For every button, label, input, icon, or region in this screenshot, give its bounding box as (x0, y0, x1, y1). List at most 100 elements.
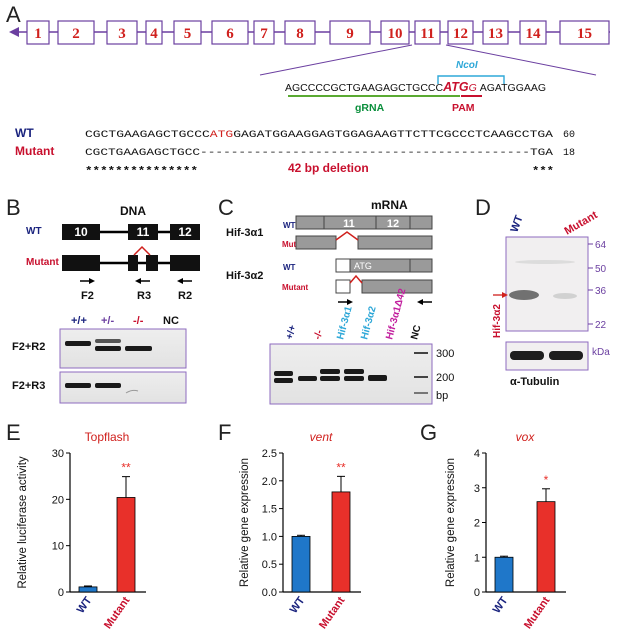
rtpcr-lane-nc: NC (409, 324, 423, 341)
bar-wt (78, 586, 98, 593)
wt-seq-part2: GAGATGGAAGGAGTGGAGAAGTTCTTCGCCCTCAAGCCTG… (233, 130, 553, 141)
isoform2-label: Hif-3α2 (226, 270, 263, 282)
exon-box-11 (414, 20, 441, 45)
seq-prefix: AGCCCCGCTGAAGAGCTGCCC (285, 82, 444, 94)
western-band-arrowhead (502, 292, 508, 298)
grna-label: gRNA (355, 102, 385, 114)
seq-suffix: AGATGGAAG (480, 82, 546, 94)
iso2-wt-utr (335, 258, 351, 273)
y-tick-label: 10 (52, 541, 64, 553)
rtpcr-reverse-arrowhead (417, 299, 423, 305)
mut-seq-part1: CGCTGAAGAGCTGCC (85, 148, 200, 159)
y-axis-label: Relative gene expression (239, 458, 251, 587)
iso2-mut-utr (335, 279, 351, 294)
mw-label-36: 36 (595, 286, 607, 297)
dna-wt-exon-11 (128, 224, 158, 240)
exon-box-7 (253, 20, 275, 45)
iso1-wt-mrna (295, 215, 433, 230)
exon-box-14 (519, 20, 547, 45)
exon-label-12: 12 (453, 26, 468, 42)
panel-b: B DNA WT 10 11 12 Mutant F2 R3 R2 +/+ +/… (6, 195, 200, 404)
rtpcr-band-hif3a2-upper (344, 369, 364, 374)
dna-exon-12-label: 12 (178, 225, 192, 239)
y-tick-label: 0 (58, 587, 64, 599)
gel-lane-wt: +/+ (71, 315, 87, 327)
mut-seq-part2: TGA (530, 148, 553, 159)
primer-r2-arrowhead (177, 278, 183, 284)
y-tick-label: 0.5 (262, 559, 277, 571)
exon-box-15 (559, 20, 610, 45)
y-tick-label: 2 (474, 518, 480, 530)
panel-letter-f: F (218, 420, 231, 445)
zoom-line-left (259, 44, 413, 76)
rtpcr-lane-hif3a1d42: Hif-3α1Δ42 (384, 287, 408, 341)
rtpcr-band-hif3a1-lower (320, 376, 340, 381)
dna-exon-10-label: 10 (74, 225, 88, 239)
mw-label-22: 22 (595, 320, 607, 331)
gel2-band-wt (65, 383, 91, 388)
y-tick-label: 4 (474, 448, 480, 460)
bar-wt (291, 536, 311, 593)
dna-wt-exon-12 (170, 224, 200, 240)
rtpcr-forward-arrowhead (347, 299, 353, 305)
panel-letter-d: D (475, 195, 491, 220)
mutant-sequence: CGCTGAAGAGCTGCC-------------------------… (85, 148, 553, 159)
conserved-stars-left: *************** (85, 166, 198, 178)
iso2-atg-label: ATG (354, 261, 372, 271)
exon-box-1 (26, 20, 50, 45)
dna-title: DNA (120, 204, 146, 218)
x-tick-label: Mutant (522, 595, 553, 632)
iso1-mut-mrna-left (295, 235, 337, 250)
western-band-mutant-faint (553, 293, 577, 299)
western-lane-mutant: Mutant (563, 209, 601, 238)
rtpcr-band-wt-lower (274, 378, 293, 383)
rtpcr-lane-mut: -/- (312, 329, 325, 341)
kda-label: kDa (592, 347, 610, 358)
exon-box-5 (173, 20, 202, 45)
iso2-mut-mrna (361, 279, 433, 294)
exon-label-1: 1 (34, 26, 42, 42)
significance-label: * (544, 473, 549, 487)
rtpcr-lane-hif3a2: Hif-3α2 (359, 305, 379, 341)
dna-exon-11-label: 11 (137, 225, 150, 239)
exon-box-8 (284, 20, 316, 45)
exon-label-6: 6 (226, 26, 234, 42)
exon-label-7: 7 (260, 26, 268, 42)
exon-label-3: 3 (118, 26, 126, 42)
bar-mutant (536, 501, 556, 593)
chart-title: vent (310, 430, 333, 444)
chart-title: Topflash (85, 430, 130, 444)
y-tick-label: 20 (52, 494, 64, 506)
exon-label-2: 2 (72, 26, 80, 42)
rtpcr-band-hif3a1d42 (368, 375, 387, 381)
rtpcr-band-mut (298, 376, 317, 381)
gel1-label: F2+R2 (12, 341, 45, 353)
ncoi-label: NcoI (456, 60, 478, 71)
dna-deletion-mark (133, 245, 151, 256)
rtpcr-lane-hif3a1: Hif-3α1 (335, 305, 355, 341)
y-tick-label: 2.0 (262, 476, 277, 488)
y-tick-label: 1.5 (262, 504, 277, 516)
exon-box-3 (106, 20, 138, 45)
exon-box-12 (447, 20, 474, 45)
iso1-wt-label: WT (283, 221, 296, 230)
marker-bp: bp (436, 390, 448, 402)
ladder-band-300 (414, 352, 428, 354)
deletion-label: 42 bp deletion (288, 161, 369, 175)
significance-label: ** (121, 461, 131, 475)
exon-box-4 (145, 20, 163, 45)
rtpcr-lane-wt: +/+ (284, 324, 298, 341)
bar-mutant (331, 491, 351, 593)
wt-seq-atg: ATG (210, 130, 233, 141)
gel1-image (59, 328, 187, 369)
y-tick-label: 3 (474, 483, 480, 495)
gel1-band-het-lower (95, 346, 121, 351)
primer-f2-arrowhead (89, 278, 95, 284)
mw-label-64: 64 (595, 240, 607, 251)
